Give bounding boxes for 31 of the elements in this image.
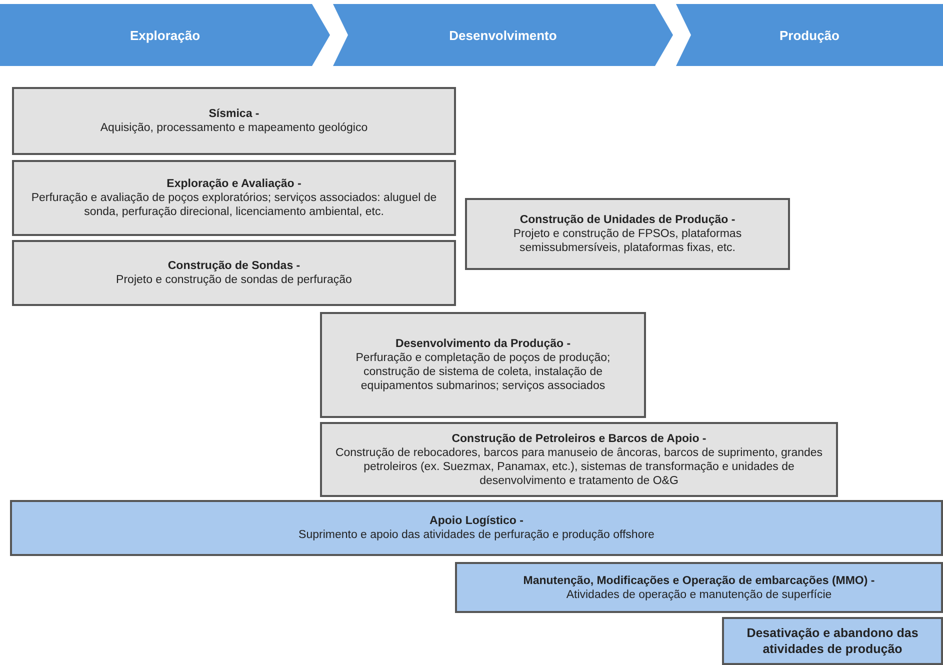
phase-label: Produção xyxy=(780,28,840,42)
activity-description: Suprimento e apoio das atividades de perfuração e produção offshore xyxy=(298,528,654,542)
activity-box xyxy=(10,500,943,556)
activity-box xyxy=(12,160,456,236)
activity-title: Construção de Unidades de Produção - xyxy=(520,213,736,227)
phase-banner xyxy=(676,4,943,66)
activity-title: Manutenção, Modificações e Operação de embarcações (MMO) - xyxy=(523,574,875,588)
phase-label: Desenvolvimento xyxy=(449,28,557,42)
activity-title: Sísmica - xyxy=(208,107,260,121)
activity-box xyxy=(12,240,456,306)
activity-description: Perfuração e completação de poços de produção; construção de sistema de coleta, instalação de equipamentos submarinos; serviços associados xyxy=(354,351,612,393)
activity-title: Desenvolvimento da Produção - xyxy=(395,337,571,351)
activity-description: Perfuração e avaliação de poços exploratórios; serviços associados: aluguel de sonda, perfuração direcional, licenciamento ambiental, etc. xyxy=(30,191,438,219)
activity-description: Projeto e construção de FPSOs, plataformas semissubmersíveis, plataformas fixas, etc. xyxy=(512,227,743,255)
activity-box xyxy=(455,562,943,613)
activity-box xyxy=(722,617,943,665)
activity-title: Apoio Logístico - xyxy=(430,514,524,528)
activity-title: Construção de Petroleiros e Barcos de Apoio - xyxy=(452,432,706,446)
activity-description: Projeto e construção de sondas de perfuração xyxy=(116,273,352,287)
activity-title: Desativação e abandono das atividades de produção xyxy=(746,625,920,657)
phase-banner xyxy=(0,4,330,66)
activity-box xyxy=(465,198,790,270)
activity-title: Exploração e Avaliação - xyxy=(166,177,302,191)
activity-box xyxy=(320,312,646,418)
activity-box xyxy=(12,87,456,155)
activity-description: Aquisição, processamento e mapeamento geológico xyxy=(100,121,368,135)
phase-label: Exploração xyxy=(130,28,200,42)
activity-description: Atividades de operação e manutenção de superfície xyxy=(566,588,832,602)
activity-title: Construção de Sondas - xyxy=(168,259,300,273)
activity-description: Construção de rebocadores, barcos para manuseio de âncoras, barcos de suprimento, grandes petroleiros (ex. Suezmax, Panamax, etc.), sistemas de transformação e unidades de desenvolvimento e tratamento de O&G xyxy=(334,446,824,488)
activity-box xyxy=(320,422,838,497)
